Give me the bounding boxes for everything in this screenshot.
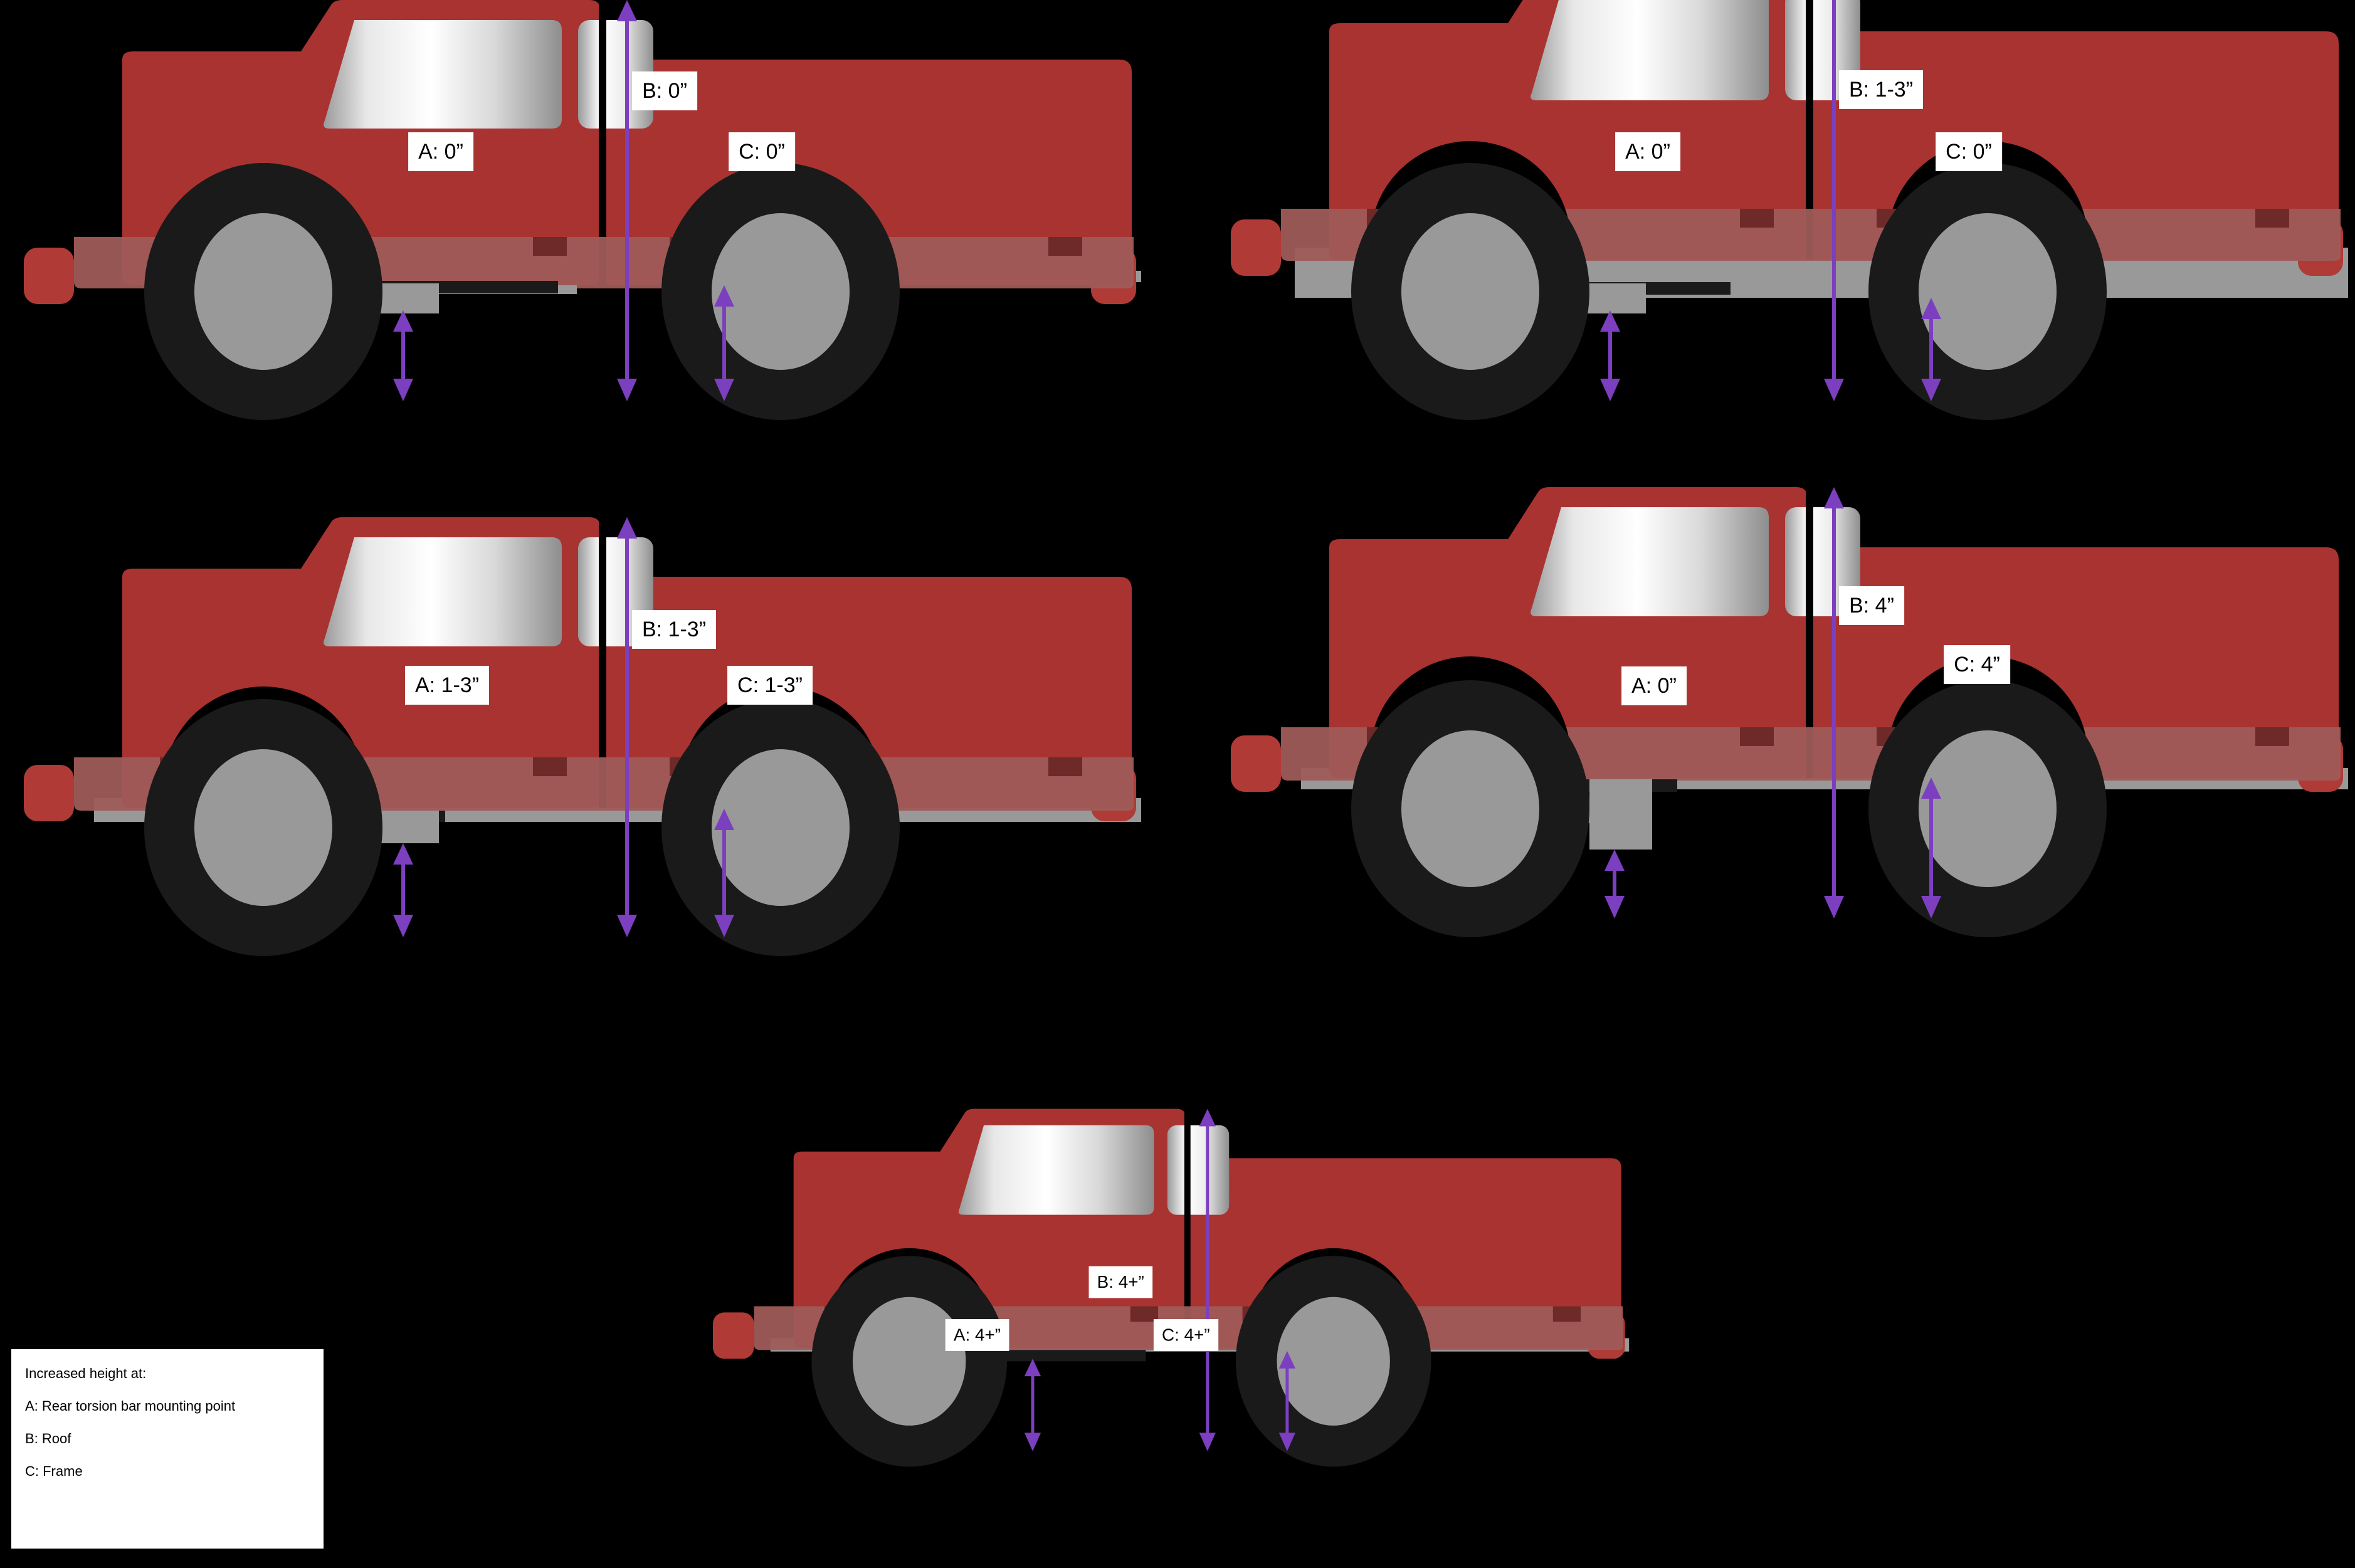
torsion-mount-block	[379, 811, 439, 843]
arrow-c	[1921, 777, 1941, 918]
label-a: A: 0”	[1615, 132, 1680, 171]
side-marker-cab	[1740, 209, 1774, 228]
label-b: B: 4+”	[1088, 1266, 1152, 1298]
arrow-b	[1199, 1108, 1216, 1451]
label-c: C: 0”	[1936, 132, 2002, 171]
front-bumper	[24, 248, 74, 304]
label-c: C: 1-3”	[727, 666, 813, 705]
side-marker-cab	[1740, 727, 1774, 746]
front-wheel	[811, 1256, 1007, 1467]
cab-bed-gap	[1806, 0, 1813, 260]
arrow-a	[393, 310, 413, 401]
rear-wheel	[661, 699, 900, 956]
front-bumper	[24, 765, 74, 821]
label-b: B: 0”	[632, 71, 697, 110]
side-marker-bed-rear	[1048, 757, 1082, 776]
arrow-a	[1600, 310, 1620, 401]
front-wheel	[1351, 163, 1589, 420]
arrow-b	[617, 0, 637, 401]
side-marker-cab	[1130, 1306, 1159, 1322]
rear-wheel	[661, 163, 900, 420]
cab-bed-gap	[1806, 487, 1813, 778]
front-wheel	[144, 163, 382, 420]
windshield-glass	[1530, 0, 1769, 100]
truck-leveling: B: 1-3” A: 1-3” C: 1-3”	[24, 517, 1154, 962]
label-a: A: 1-3”	[404, 666, 490, 705]
label-b: B: 1-3”	[631, 610, 717, 649]
side-marker-bed-rear	[2255, 727, 2289, 746]
rear-wheel	[1868, 163, 2107, 420]
arrow-a	[393, 843, 413, 937]
arrow-c	[714, 285, 734, 401]
door-glass	[1167, 1125, 1230, 1215]
rear-wheel	[1235, 1256, 1431, 1467]
legend-item-a: A: Rear torsion bar mounting point	[25, 1398, 236, 1414]
arrow-b	[1824, 487, 1844, 918]
windshield-glass	[1530, 507, 1769, 616]
legend-box: Increased height at: A: Rear torsion bar…	[11, 1349, 324, 1549]
side-marker-bed-rear	[2255, 209, 2289, 228]
front-bumper	[712, 1312, 754, 1359]
arrow-c	[714, 809, 734, 937]
front-wheel	[144, 699, 382, 956]
label-c: C: 0”	[729, 132, 795, 171]
label-b: B: 1-3”	[1838, 70, 1924, 109]
arrow-c	[1278, 1350, 1296, 1451]
arrow-b	[617, 517, 637, 937]
front-bumper	[1231, 219, 1281, 276]
arrow-a	[1604, 850, 1625, 918]
label-a: A: 0”	[408, 132, 473, 171]
truck-full-lift: B: 4+” A: 4+” C: 4+”	[712, 1108, 1640, 1472]
legend-item-c: C: Frame	[25, 1463, 83, 1479]
label-c: C: 4+”	[1153, 1319, 1218, 1351]
arrow-a	[1024, 1359, 1041, 1451]
legend-title: Increased height at:	[25, 1365, 147, 1381]
label-c: C: 4”	[1944, 645, 2010, 684]
side-marker-bed-rear	[1552, 1306, 1581, 1322]
front-wheel	[1351, 680, 1589, 937]
label-b: B: 4”	[1839, 586, 1904, 625]
arrow-c	[1921, 298, 1941, 401]
truck-body-lift: B: 1-3” A: 0” C: 0”	[1231, 0, 2355, 426]
side-marker-bed-rear	[1048, 237, 1082, 256]
windshield-glass	[959, 1125, 1154, 1215]
front-bumper	[1231, 735, 1281, 792]
cab-bed-gap	[599, 0, 606, 285]
label-a: A: 0”	[1621, 666, 1687, 705]
rear-wheel	[1868, 680, 2107, 937]
cab-bed-gap	[599, 517, 606, 808]
truck-suspension-lift: B: 4” A: 0” C: 4”	[1231, 487, 2355, 944]
windshield-glass	[324, 20, 562, 129]
torsion-mount-block	[1589, 779, 1652, 850]
legend-item-b: B: Roof	[25, 1431, 71, 1446]
label-a: A: 4+”	[945, 1319, 1009, 1351]
windshield-glass	[324, 537, 562, 646]
side-marker-cab	[533, 237, 567, 256]
side-marker-cab	[533, 757, 567, 776]
cab-bed-gap	[1184, 1108, 1191, 1348]
truck-stock: B: 0” A: 0” C: 0”	[24, 0, 1154, 426]
arrow-b	[1824, 0, 1844, 401]
